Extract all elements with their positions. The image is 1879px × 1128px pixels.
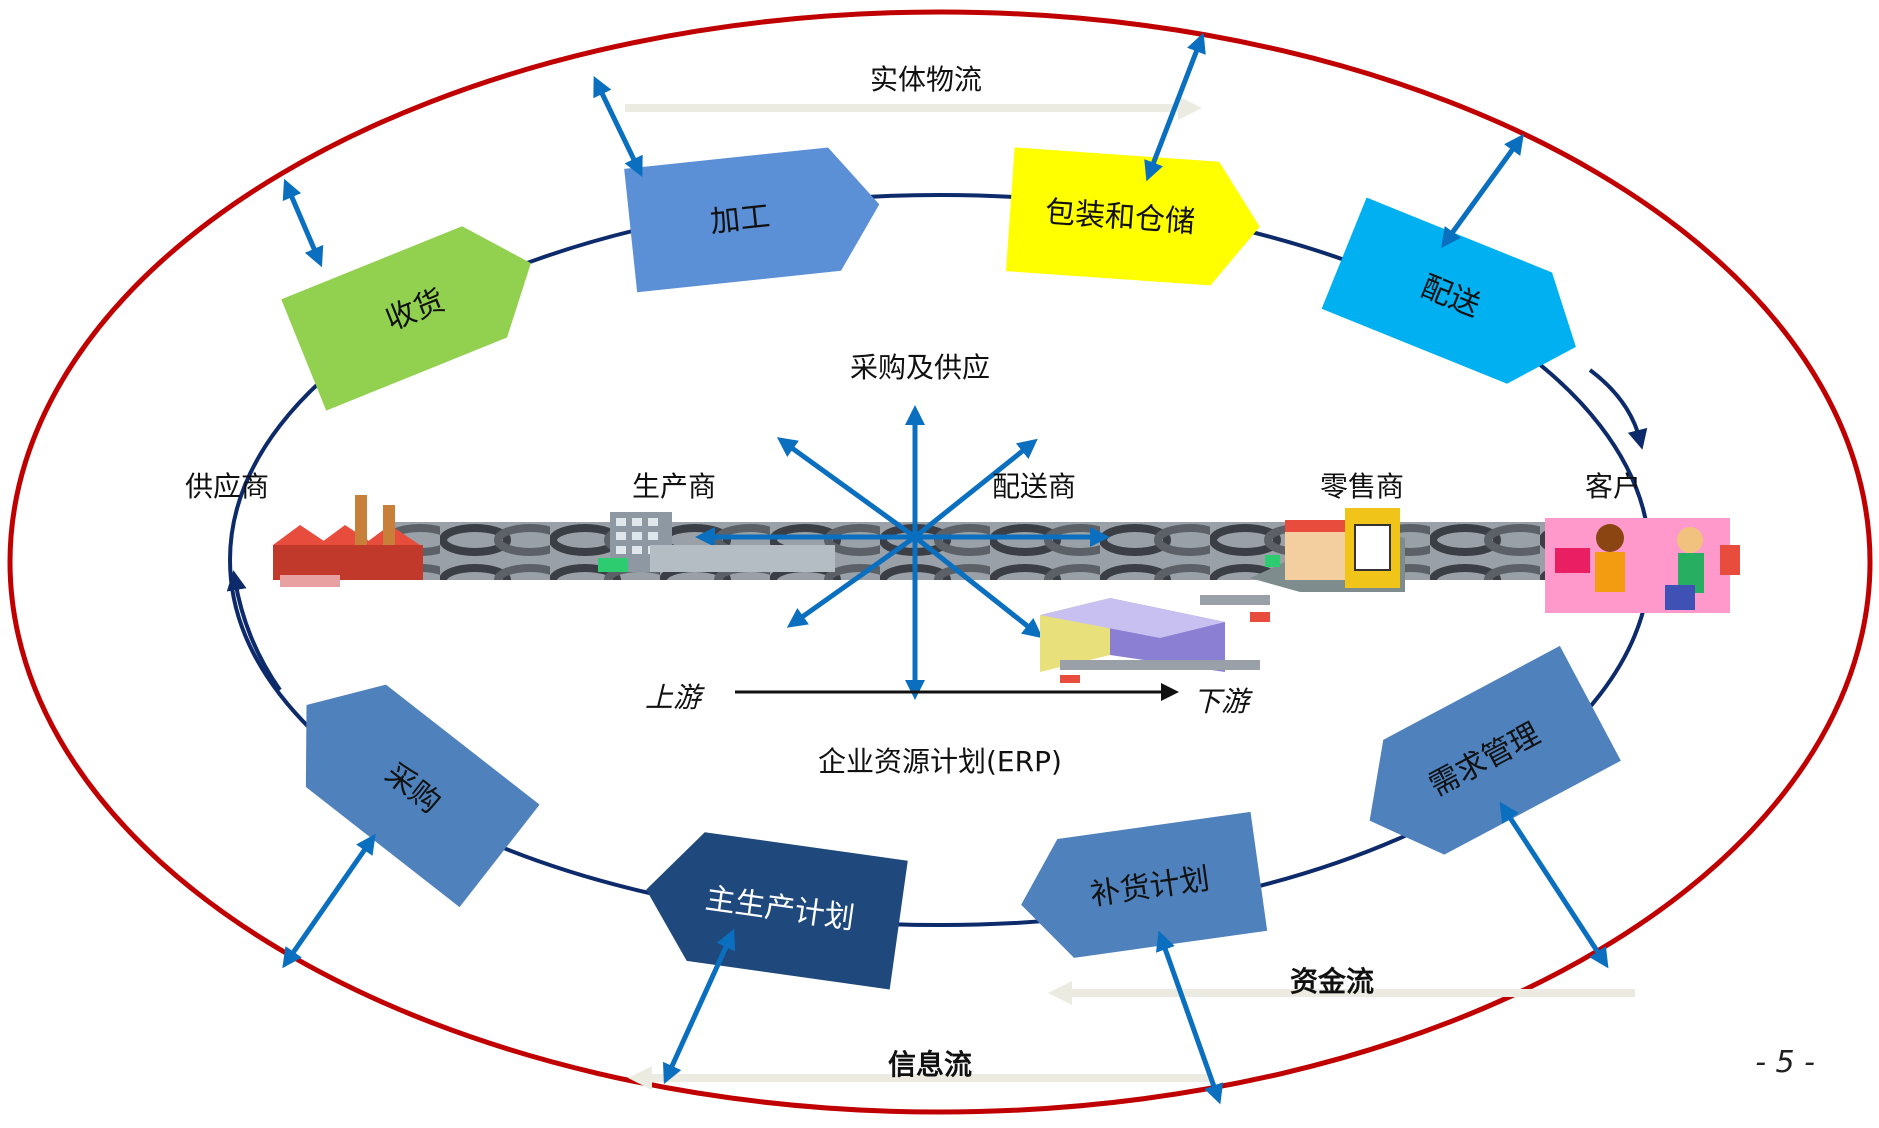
connector-packaging <box>1144 32 1206 182</box>
warehouse-icon <box>1040 595 1270 683</box>
retail-shop-icon <box>1250 508 1405 592</box>
step-demand-shape <box>1369 645 1621 855</box>
connector-demand <box>1499 801 1609 969</box>
step-delivery: 配送 <box>1321 197 1576 384</box>
distributor-label: 配送商 <box>992 470 1077 503</box>
upstream-label: 上游 <box>645 681 702 714</box>
step-procurement: 采购 <box>305 684 540 908</box>
step-packaging-shape <box>1005 147 1260 286</box>
connector-replenishment <box>1155 930 1224 1105</box>
connector-receiving <box>282 178 324 268</box>
connector-delivery <box>1441 133 1524 249</box>
office-building-icon <box>598 512 835 572</box>
step-packaging: 包装和仓储 <box>1005 147 1260 286</box>
connector-mps <box>663 928 735 1085</box>
step-processing-label: 加工 <box>708 199 771 240</box>
outer-ellipse <box>7 9 1873 1115</box>
shoppers-icon <box>1545 518 1740 613</box>
connector-procurement <box>282 833 376 969</box>
manufacturer-label: 生产商 <box>632 470 717 503</box>
step-processing: 加工 <box>624 147 880 293</box>
step-receiving-shape <box>281 226 531 411</box>
cycle-arrow-left <box>226 570 282 692</box>
starburst-up-right <box>913 438 1038 539</box>
starburst-up-left <box>776 437 917 540</box>
customer-label: 客户 <box>1585 470 1642 503</box>
connector-processing <box>593 75 643 178</box>
starburst-down-left <box>786 534 917 628</box>
funds-flow-label: 资金流 <box>1290 965 1375 998</box>
step-replenishment: 补货计划 <box>1021 811 1268 958</box>
step-mps: 主生产计划 <box>646 832 908 990</box>
downstream-label: 下游 <box>1193 685 1250 718</box>
center-top-label: 采购及供应 <box>850 351 991 384</box>
step-procurement-shape <box>305 684 540 908</box>
page-number: - 5 - <box>1755 1045 1815 1080</box>
step-delivery-shape <box>1321 197 1576 384</box>
step-replenishment-shape <box>1021 811 1268 958</box>
cycle-arrow-right <box>1588 368 1648 450</box>
factory-icon <box>273 495 423 587</box>
starburst-down-right <box>913 535 1043 639</box>
step-demand: 需求管理 <box>1369 645 1621 855</box>
step-receiving: 收货 <box>281 226 531 411</box>
physical-flow-label: 实体物流 <box>870 63 983 96</box>
step-processing-shape <box>624 147 880 293</box>
retailer-label: 零售商 <box>1320 470 1405 503</box>
center-bottom-label: 企业资源计划(ERP) <box>818 745 1062 778</box>
center-starburst <box>695 405 1110 700</box>
info-flow-label: 信息流 <box>888 1048 973 1081</box>
supplier-label: 供应商 <box>185 470 270 503</box>
